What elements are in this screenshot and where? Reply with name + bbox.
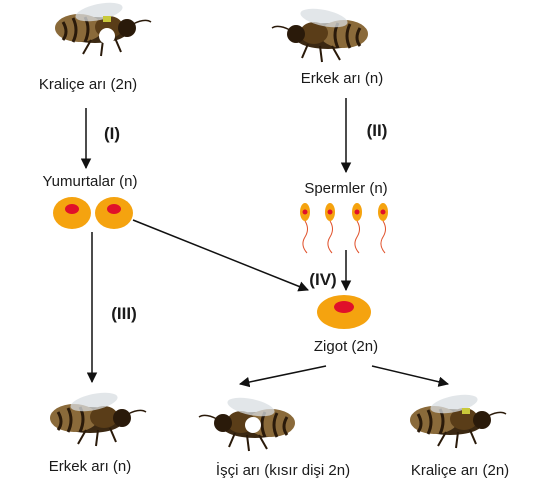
sperm-cell-icon xyxy=(378,203,388,253)
worker-offspring-bee-icon xyxy=(199,394,295,451)
arrow-zygote-to-worker xyxy=(240,366,326,384)
eggs-label: Yumurtalar (n) xyxy=(42,173,137,191)
queen-parent-label: Kraliçe arı (2n) xyxy=(39,76,137,94)
worker-offspring-label: İşçi arı (kısır dişi 2n) xyxy=(216,462,350,480)
arrow-zygote-to-queen xyxy=(372,366,448,384)
egg-cell-icon xyxy=(95,197,133,229)
drone-parent-label: Erkek arı (n) xyxy=(301,70,384,88)
drone-offspring-bee-icon xyxy=(50,389,146,446)
queen-offspring-label: Kraliçe arı (2n) xyxy=(411,462,509,480)
zygote-cell-icon xyxy=(317,295,371,329)
arrow-egg-to-zygote xyxy=(133,220,308,290)
sperm-cell-icon xyxy=(325,203,335,253)
step-I-label: (I) xyxy=(104,124,120,144)
zygote-label: Zigot (2n) xyxy=(314,338,378,356)
sperm-cell-icon xyxy=(352,203,362,253)
queen-parent-bee-icon xyxy=(55,0,151,56)
sperms-label: Spermler (n) xyxy=(304,180,387,198)
egg-cell-icon xyxy=(53,197,91,229)
queen-offspring-bee-icon xyxy=(410,391,506,448)
drone-offspring-label: Erkek arı (n) xyxy=(49,458,132,476)
step-III-label: (III) xyxy=(111,304,137,324)
step-II-label: (II) xyxy=(367,121,388,141)
drone-parent-bee-icon xyxy=(272,5,368,62)
sperm-cell-icon xyxy=(300,203,310,253)
step-IV-label: (IV) xyxy=(309,270,336,290)
